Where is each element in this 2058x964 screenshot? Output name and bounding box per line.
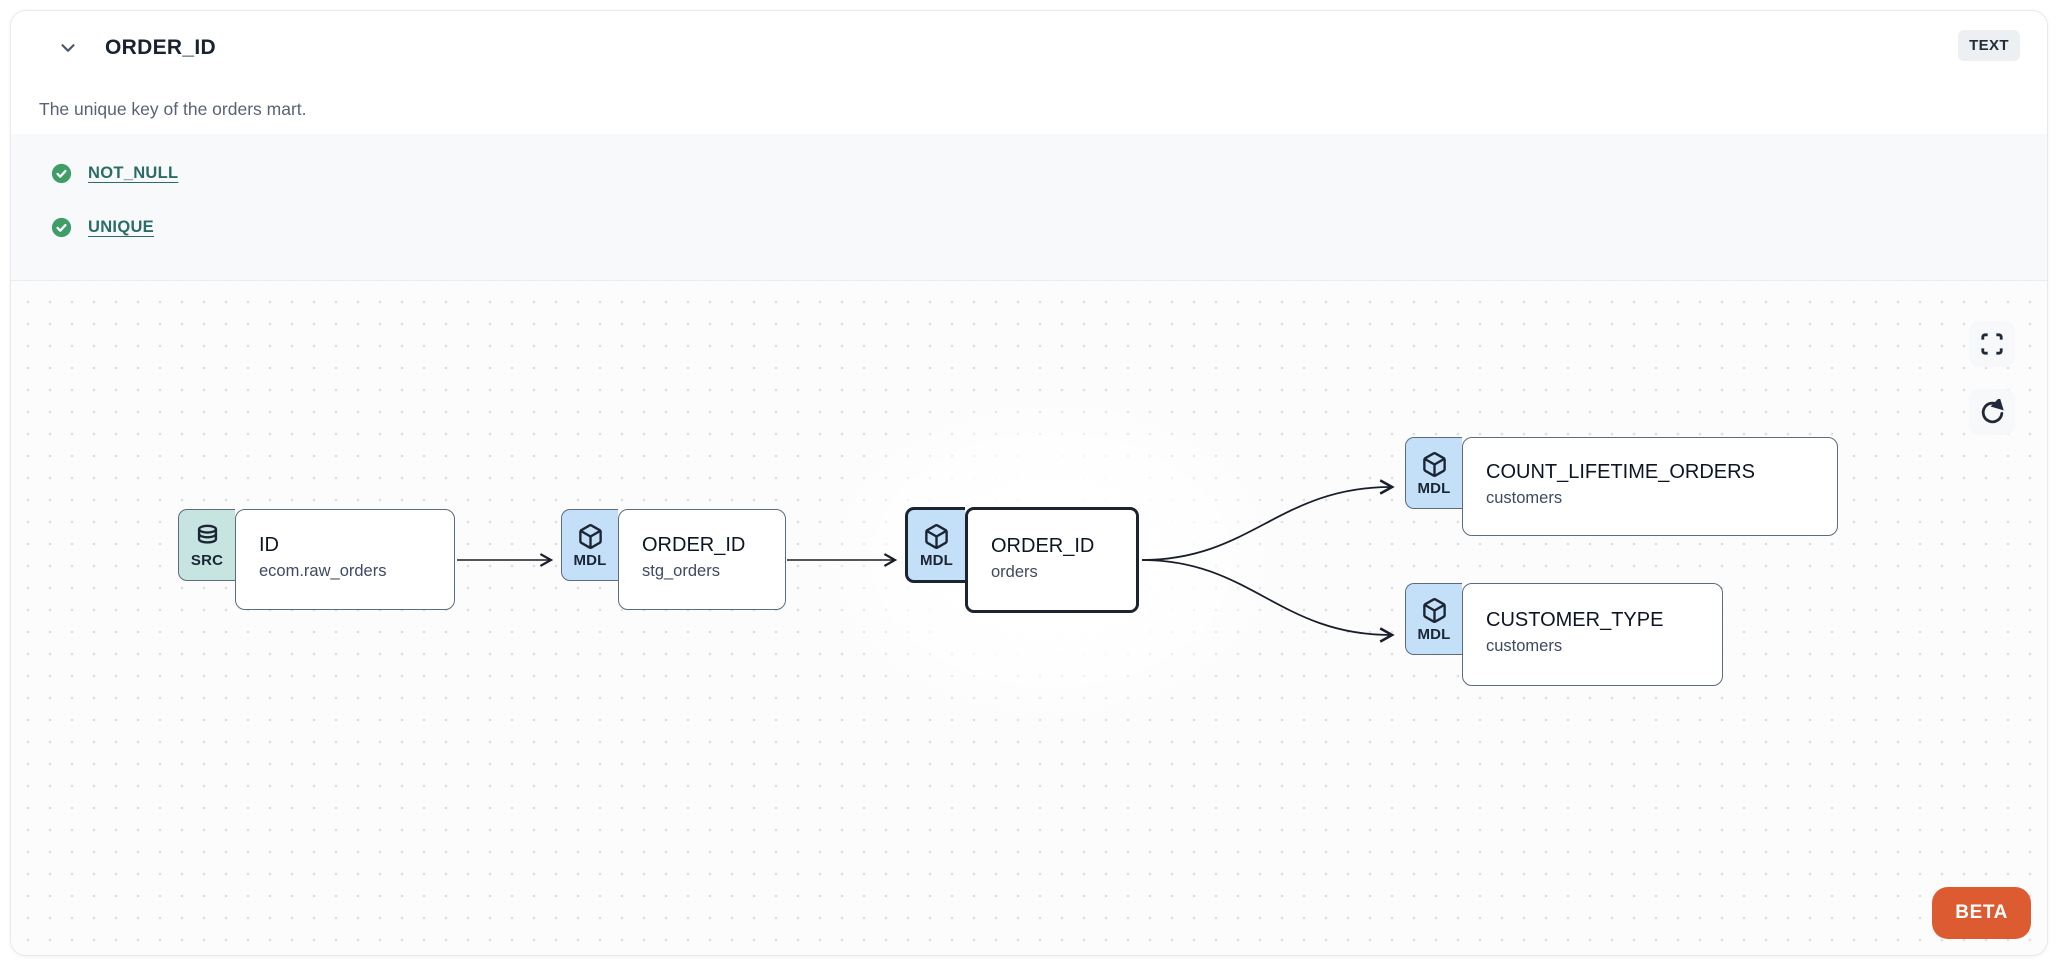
node-subtitle: customers: [1486, 637, 1563, 655]
node-subtitle: orders: [991, 562, 1038, 581]
check-circle-icon: [51, 163, 72, 184]
column-title: ORDER_ID: [105, 36, 216, 59]
check-circle-icon: [51, 217, 72, 238]
test-row: UNIQUE: [51, 217, 2047, 238]
node-card: COUNT_LIFETIME_ORDERS customers: [1462, 437, 1838, 536]
lineage-edges: [457, 281, 2047, 955]
node-subtitle: ecom.raw_orders: [259, 562, 387, 580]
node-card: ID ecom.raw_orders: [235, 509, 455, 610]
refresh-button[interactable]: [1969, 389, 2015, 435]
node-kind-tab: MDL: [1405, 437, 1462, 509]
database-icon: [197, 524, 217, 544]
beta-badge: BETA: [1932, 887, 2031, 939]
node-kind-tab: MDL: [1405, 583, 1462, 655]
collapse-chevron-button[interactable]: [55, 35, 81, 61]
refresh-icon: [1981, 398, 2004, 423]
tests-section: NOT_NULL UNIQUE: [11, 134, 2047, 281]
column-details-panel: ORDER_ID TEXT The unique key of the orde…: [10, 10, 2048, 956]
lineage-node-staging[interactable]: MDL ORDER_ID stg_orders: [561, 509, 786, 610]
lineage-node-source[interactable]: SRC ID ecom.raw_orders: [178, 509, 455, 610]
test-row: NOT_NULL: [51, 163, 2047, 184]
lineage-node-downstream[interactable]: MDL CUSTOMER_TYPE customers: [1405, 583, 1723, 686]
node-kind-tab: SRC: [178, 509, 235, 581]
cube-icon: [925, 524, 948, 549]
node-subtitle: stg_orders: [642, 562, 720, 580]
chevron-down-icon: [61, 44, 75, 52]
fullscreen-icon: [1981, 333, 2003, 355]
cube-icon: [578, 524, 602, 549]
lineage-canvas[interactable]: SRC ID ecom.raw_orders MDL ORDER_ID stg_…: [11, 281, 2047, 955]
fullscreen-button[interactable]: [1969, 321, 2015, 367]
column-header: ORDER_ID TEXT The unique key of the orde…: [11, 11, 2047, 134]
test-link-not-null[interactable]: NOT_NULL: [88, 164, 179, 182]
node-title: ORDER_ID: [642, 534, 746, 556]
node-title: COUNT_LIFETIME_ORDERS: [1486, 461, 1755, 483]
node-kind-tab: MDL: [561, 509, 618, 581]
node-card: CUSTOMER_TYPE customers: [1462, 583, 1723, 686]
node-kind-label: MDL: [1417, 480, 1451, 497]
cube-icon: [1422, 452, 1446, 477]
node-kind-label: SRC: [190, 552, 224, 569]
lineage-node-selected[interactable]: MDL ORDER_ID orders: [905, 507, 1139, 613]
node-kind-label: MDL: [1417, 626, 1451, 643]
node-card: ORDER_ID orders: [965, 507, 1139, 613]
node-title: ORDER_ID: [991, 534, 1095, 557]
column-description: The unique key of the orders mart.: [39, 99, 307, 119]
column-type-badge: TEXT: [1958, 30, 2020, 61]
node-kind-label: MDL: [573, 552, 607, 569]
node-title: CUSTOMER_TYPE: [1486, 609, 1664, 631]
lineage-node-downstream[interactable]: MDL COUNT_LIFETIME_ORDERS customers: [1405, 437, 1838, 536]
node-card: ORDER_ID stg_orders: [618, 509, 786, 610]
cube-icon: [1422, 598, 1446, 623]
node-subtitle: customers: [1486, 489, 1563, 507]
node-kind-tab: MDL: [905, 507, 965, 583]
test-link-unique[interactable]: UNIQUE: [88, 218, 154, 236]
node-kind-label: MDL: [919, 552, 954, 569]
node-title: ID: [259, 534, 279, 556]
